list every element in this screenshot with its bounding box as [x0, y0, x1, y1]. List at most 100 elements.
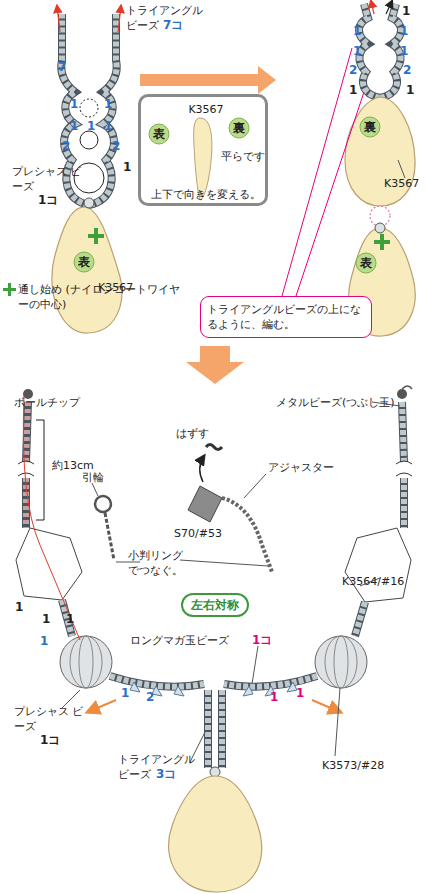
callout-number: 1: [104, 97, 112, 112]
start-mark: [3, 283, 16, 296]
pendant-side: [194, 118, 212, 200]
face-mark: 表: [73, 251, 95, 273]
part-name: メタルビーズ(つぶし玉): [276, 395, 395, 410]
spring-ring: [95, 496, 111, 512]
pendant: [169, 776, 262, 892]
count: 1コ: [252, 633, 272, 648]
count: 1コ: [40, 733, 60, 748]
start-mark: [88, 228, 104, 244]
bead-strand: [380, 4, 401, 98]
callout-number: 1: [353, 44, 361, 59]
leader-line: [282, 48, 352, 296]
round-bead: [60, 636, 112, 688]
node-text: 平らです: [221, 149, 271, 164]
precious-bead: [375, 223, 385, 233]
callout-number: 1: [70, 119, 78, 134]
callout-number: 2: [112, 139, 120, 154]
node-text: 上下で向きを変える。: [141, 187, 271, 202]
note: 小判リング でつなぐ。: [128, 548, 190, 578]
node-text: K3567: [141, 102, 271, 117]
wire-loop: [80, 99, 98, 117]
face-mark: 表: [355, 252, 377, 274]
node-text: 表: [360, 256, 372, 271]
bead-strand: [26, 402, 28, 462]
symmetry-tag: 左右対称: [181, 593, 249, 617]
count: 1コ: [38, 193, 58, 208]
count: 7コ: [163, 18, 183, 33]
callout-number: 7: [58, 60, 66, 75]
bead-strand: [224, 676, 317, 687]
callout-number: 1: [123, 160, 131, 175]
round-bead: [79, 636, 93, 688]
wire-line: [23, 396, 80, 640]
bead-strand: [205, 690, 211, 768]
node-text: 表: [78, 255, 90, 270]
part-name: K3573/#28: [322, 758, 384, 773]
bead-strand: [26, 402, 28, 462]
callout-number: 2: [146, 690, 154, 705]
bead-strand: [110, 676, 204, 687]
face-circle: [229, 118, 249, 138]
note: はずす: [176, 426, 209, 441]
callout-number: 1: [400, 24, 408, 39]
count: 3コ: [156, 767, 176, 782]
callout-number: 1: [402, 4, 410, 19]
node-text: トライアングルビーズの上になるように、編む。: [207, 303, 361, 331]
face-circle: [360, 117, 380, 137]
callout-number: 1: [15, 600, 23, 615]
direction-arrow: [312, 700, 340, 712]
round-bead: [315, 636, 367, 688]
part-name: 引輪: [82, 470, 104, 485]
adjuster-chain: [222, 498, 272, 572]
node-text: 裏: [364, 120, 376, 135]
face-circle: [74, 252, 94, 272]
wire-arrow: [118, 6, 121, 32]
bead-strand: [204, 690, 212, 768]
step-arrow: [186, 346, 244, 384]
info-box: K3567 平らです上下で向きを変える。 表 裏: [138, 94, 268, 206]
bead-strand: [89, 14, 117, 205]
face-circle: [149, 124, 169, 144]
hexagon-bead: [16, 528, 82, 600]
bead-strand: [224, 676, 317, 687]
face-mark: 裏: [228, 117, 250, 139]
node-text: 左右対称: [191, 598, 239, 613]
dimension-bracket: [36, 420, 44, 520]
note: 通し始め (ナイロンコートワイヤーの中心): [18, 282, 188, 312]
wire-arrow: [371, 1, 374, 14]
step-arrow: [140, 66, 276, 94]
bead-strand: [400, 478, 408, 528]
direction-arrow: [88, 700, 116, 712]
bead-strand: [359, 4, 380, 98]
callout-number: 1: [349, 83, 357, 98]
break-mark: [396, 461, 412, 476]
part-name: プレシャス ビーズ: [12, 164, 82, 194]
face-mark: 表: [148, 123, 170, 145]
wire-arrow: [386, 1, 392, 14]
part-name: ボールチップ: [14, 395, 80, 410]
callout-number: 2: [349, 63, 357, 78]
hexagon-bead: [345, 528, 411, 602]
wire-loop: [80, 131, 98, 149]
round-bead: [325, 636, 357, 688]
callout-number: 2: [62, 139, 70, 154]
callout-number: 1: [42, 612, 50, 627]
callout-number: 1: [40, 634, 48, 649]
bead-strand: [402, 402, 404, 462]
callout-number: 1: [296, 686, 304, 701]
bead-strand: [359, 4, 380, 98]
callout-number: 1: [400, 44, 408, 59]
ball-tip: [402, 386, 412, 389]
leader-line: [180, 560, 268, 566]
pendant: [52, 207, 122, 333]
callout-number: 1: [353, 24, 361, 39]
callout-number: 2: [403, 63, 411, 78]
bead-strand: [219, 690, 225, 768]
round-bead: [70, 636, 102, 688]
leader-line: [92, 483, 98, 496]
callout-number: 1: [87, 119, 95, 134]
start-mark: [374, 234, 390, 250]
leader-line: [398, 160, 405, 178]
face-circle: [356, 253, 376, 273]
node-text: 裏: [233, 121, 245, 136]
